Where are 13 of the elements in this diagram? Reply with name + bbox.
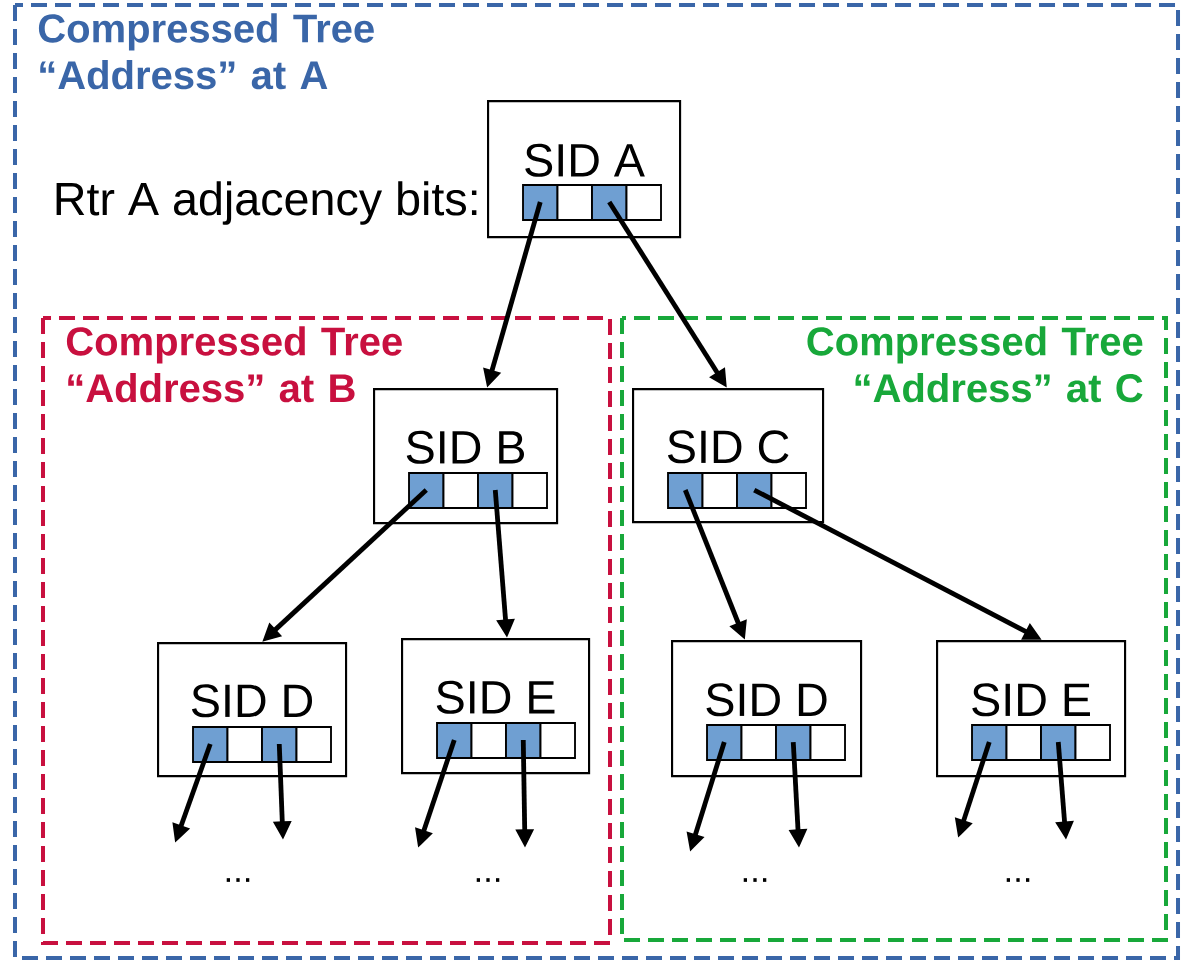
ellipsis: ... xyxy=(476,878,500,882)
sid-box: SID E xyxy=(401,638,591,775)
sid-box: SID C xyxy=(632,388,825,524)
ellipsis: ... xyxy=(743,878,767,882)
sid-box: SID D xyxy=(671,640,863,778)
sid-box: SID A xyxy=(487,100,682,239)
sid-box: SID E xyxy=(936,640,1127,778)
sid-box: SID B xyxy=(373,388,559,525)
ellipsis: ... xyxy=(1006,878,1030,882)
sid-box: SID D xyxy=(157,642,348,778)
bits-caption: Rtr A adjacency bits: xyxy=(56,181,477,225)
ellipsis: ... xyxy=(226,878,250,882)
frame-heading: Compressed Tree “Address” at A xyxy=(38,13,374,90)
